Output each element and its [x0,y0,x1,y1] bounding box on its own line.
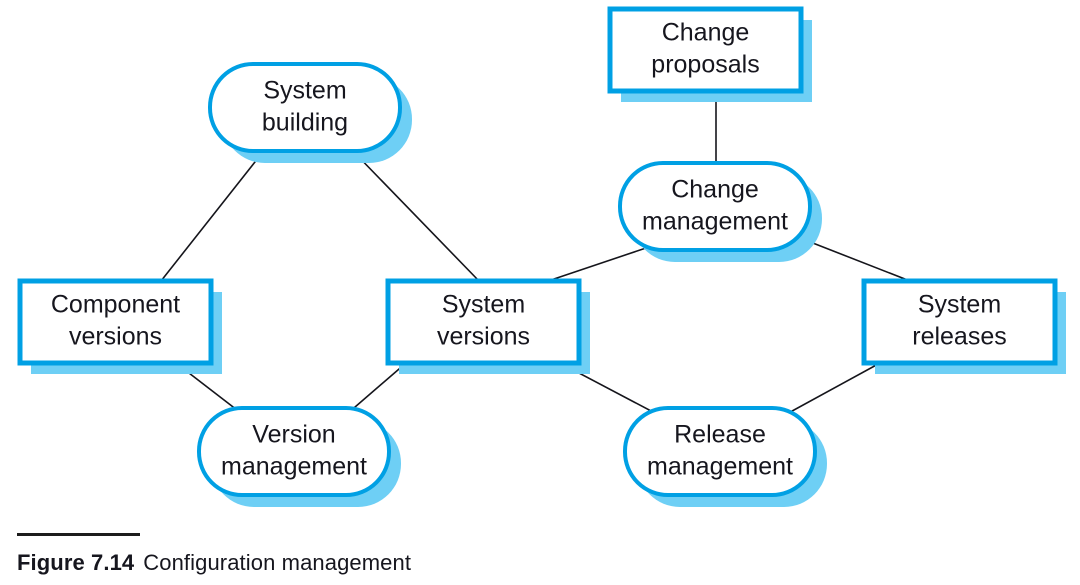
node-body [607,6,804,94]
node-release-management[interactable]: Release management [623,406,827,507]
configuration-management-diagram: Change proposals System building Change … [17,6,1066,507]
node-label-line2: building [262,109,348,137]
node-system-versions[interactable]: System versions [385,278,590,374]
edge-change-management-to-system-releases [799,237,911,282]
node-body [17,278,214,366]
caption-title: Configuration management [143,550,412,575]
caption-text: Figure 7.14 Configuration management [17,548,411,578]
node-label-line1: Change [662,19,750,47]
caption-number: Figure 7.14 [17,550,135,575]
node-label-line2: management [221,453,367,481]
node-label-line2: versions [69,323,162,351]
node-body [385,278,582,366]
node-label-line1: Version [252,421,335,449]
node-label-line2: releases [912,323,1007,351]
node-label-line2: proposals [651,51,759,79]
node-body [197,406,391,497]
figure-caption: Figure 7.14 Configuration management [0,512,1080,585]
node-body [618,161,812,252]
node-label-line1: System [918,291,1001,319]
node-change-proposals[interactable]: Change proposals [607,6,812,102]
node-label-line2: management [642,208,788,236]
node-label-line1: Change [671,176,759,204]
node-change-management[interactable]: Change management [618,161,822,262]
node-system-releases[interactable]: System releases [861,278,1066,374]
node-version-management[interactable]: Version management [197,406,401,507]
edge-system-building-to-system-versions [349,147,480,282]
node-body [208,62,402,153]
node-label-line1: Release [674,421,766,449]
node-label-line1: System [442,291,525,319]
node-label-line1: Component [51,291,180,319]
node-system-building[interactable]: System building [208,62,412,163]
node-label-line1: System [263,77,346,105]
node-body [861,278,1058,366]
node-label-line2: management [647,453,793,481]
node-body [623,406,817,497]
caption-divider-rule [17,533,140,536]
edge-change-management-to-system-versions [547,247,647,282]
edge-system-building-to-component-versions [160,147,267,282]
node-component-versions[interactable]: Component versions [17,278,222,374]
node-label-line2: versions [437,323,530,351]
